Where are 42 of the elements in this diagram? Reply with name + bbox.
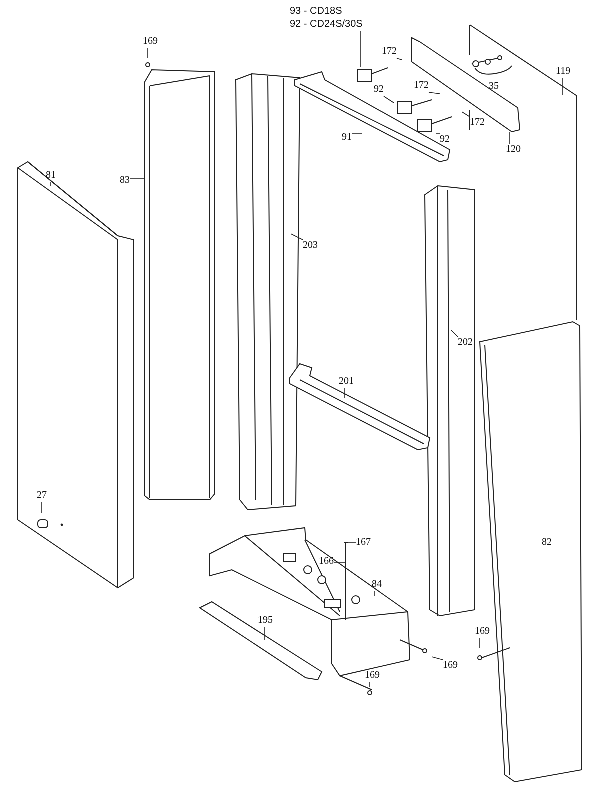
leader-line <box>344 388 346 398</box>
callout-number: 120 <box>506 144 521 156</box>
callout-number: 172 <box>382 46 397 58</box>
leader-line <box>428 92 440 94</box>
leader-line <box>384 96 394 104</box>
callout-number: 92 <box>374 84 384 96</box>
callout-number: 82 <box>542 537 552 548</box>
leader-line <box>334 562 346 564</box>
callout-number: 84 <box>372 579 382 592</box>
callout-number: 202 <box>458 337 473 350</box>
callout-number: 92 - CD24S/30S <box>290 18 363 31</box>
leader-line <box>462 112 470 118</box>
callout-number: 172 <box>414 80 429 92</box>
callout-number: 92 <box>440 134 450 146</box>
callout-number: 203 <box>303 240 318 252</box>
callout-number: 83 <box>120 175 130 188</box>
callout-number: 81 <box>46 170 56 182</box>
callout-number: 172 <box>470 117 485 130</box>
leader-line <box>50 182 52 186</box>
callout-number: 167 <box>356 537 371 550</box>
leader-line <box>374 591 376 596</box>
callout-number: 166 <box>319 556 334 568</box>
callout-number: 27 <box>37 490 47 502</box>
callout-number: 201 <box>339 376 354 388</box>
leader-line <box>562 78 564 96</box>
leader-line <box>360 30 362 68</box>
leader-line <box>290 234 304 240</box>
leader-line <box>130 178 146 180</box>
callout-number: 91 <box>342 132 352 144</box>
callout-number: 169 <box>443 660 458 672</box>
leader-line <box>346 542 356 544</box>
leader-line <box>264 627 266 640</box>
callout-number: 35 <box>489 81 499 92</box>
callout-number: 93 - CD18S <box>290 6 344 18</box>
callout-number: 169 <box>143 36 158 48</box>
callout-number: 169 <box>475 626 490 638</box>
callout-number: 119 <box>556 66 571 78</box>
leader-line <box>450 330 458 338</box>
callout-number: 169 <box>365 670 380 682</box>
leader-line <box>432 656 444 660</box>
callout-number: 195 <box>258 615 273 628</box>
leader-line <box>396 58 402 60</box>
